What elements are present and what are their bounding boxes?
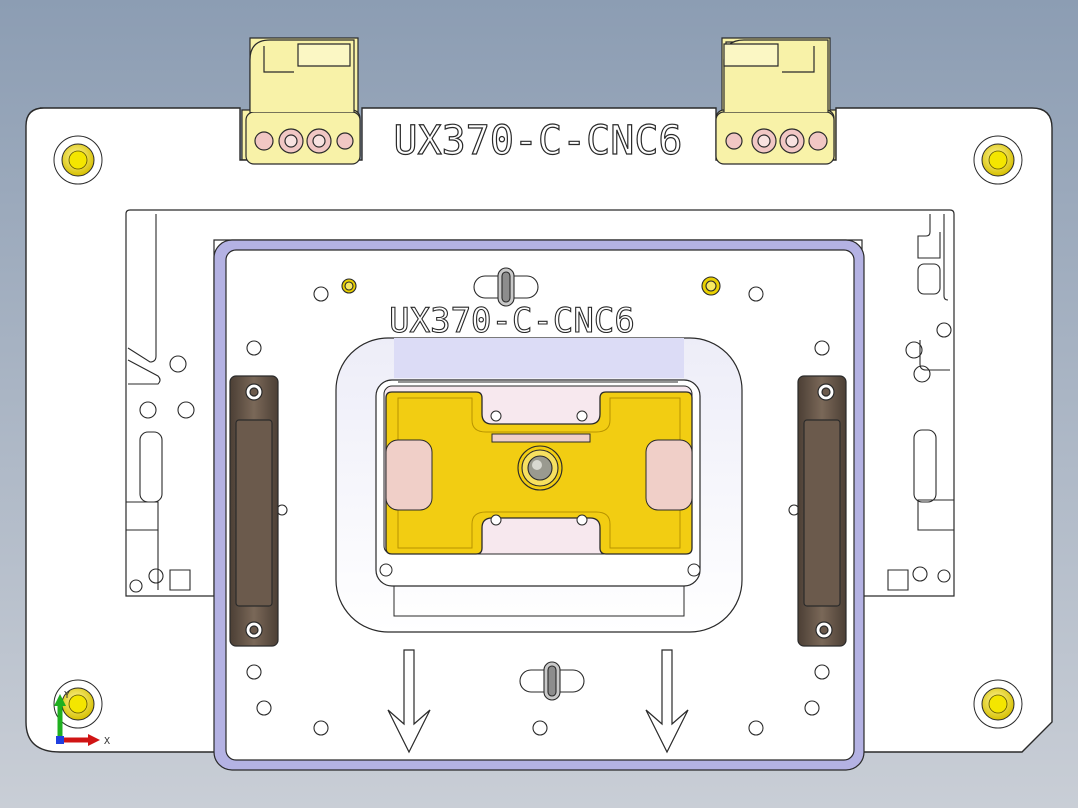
corner-pin-top-right (973, 135, 1023, 185)
arrow-down-right (645, 649, 689, 754)
base-plate-label: UX370-C-CNC6 (394, 118, 683, 164)
arrow-down-left (387, 649, 431, 754)
handle-left[interactable] (229, 375, 279, 647)
handle-right[interactable] (797, 375, 847, 647)
plate-holes (246, 286, 830, 736)
nest-small-holes (490, 410, 588, 526)
slot-pin-bottom (519, 661, 585, 701)
triad-x-label: X (104, 736, 110, 747)
corner-pin-bottom-right (973, 679, 1023, 729)
slot-pin-top (473, 267, 539, 307)
nest-fixture-inner-edge (397, 397, 681, 549)
corner-pin-top-left (53, 135, 103, 185)
clamp-left-pad (245, 39, 361, 165)
nest-fixture-pockets (385, 433, 693, 511)
triad-y-label: Y (64, 690, 70, 701)
left-slot-features (126, 214, 195, 593)
plate-pins-yellow (341, 276, 721, 296)
clamp-right-pad (715, 39, 835, 165)
nest-center-screw (517, 445, 563, 491)
right-slot-features (887, 214, 954, 591)
axis-triad: X Y (54, 690, 110, 747)
central-window-highlight (394, 338, 684, 378)
inner-plate-label: UX370-C-CNC6 (389, 301, 635, 341)
inner-cavity-outline (125, 209, 955, 597)
